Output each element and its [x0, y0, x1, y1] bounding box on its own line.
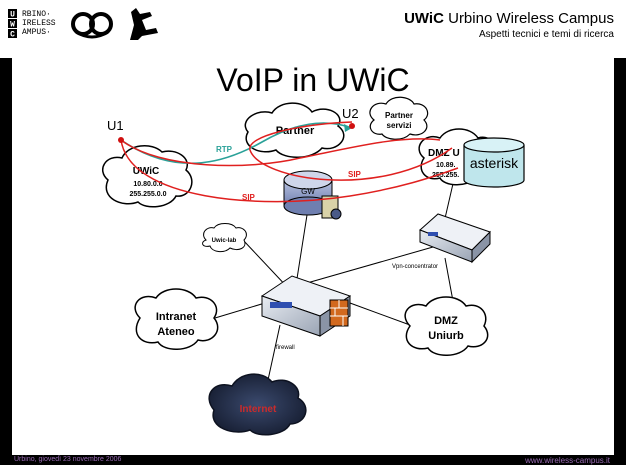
sip-label-lower: SIP — [242, 193, 256, 202]
firewall-icon: firewall — [260, 275, 352, 351]
sip-label-upper: SIP — [348, 170, 362, 179]
user-u2: U2 — [342, 106, 359, 129]
dmz-u-netmask: 255.255. — [432, 172, 459, 179]
slide-title: VoIP in UWiC — [216, 62, 410, 98]
partner-servizi-label-1: Partner — [385, 111, 413, 120]
logo-letter-w: W — [10, 21, 15, 30]
header-title: UWiC Urbino Wireless Campus — [404, 10, 614, 27]
intranet-label-1: Intranet — [156, 311, 197, 323]
u1-label: U1 — [107, 118, 124, 133]
university-emblem-icon — [71, 12, 113, 39]
rtp-label: RTP — [216, 145, 233, 154]
right-border — [614, 58, 626, 455]
left-border — [0, 58, 12, 455]
intranet-ateneo-cloud: Intranet Ateneo — [134, 288, 219, 350]
header-subtitle: Aspetti tecnici e temi di ricerca — [478, 29, 614, 40]
footer-website: www.wireless-campus.it — [525, 456, 610, 465]
internet-cloud: Internet — [208, 373, 307, 436]
figure-icon — [130, 8, 158, 40]
user-u1: U1 — [107, 118, 124, 143]
vpn-label: Vpn-concentrator — [392, 264, 438, 270]
dmz-uniurb-cloud: DMZ Uniurb — [404, 296, 489, 356]
footer-date: Urbino, giovedì 23 novembre 2006 — [14, 456, 122, 463]
footer-bar — [0, 455, 626, 465]
dmz-u-network: 10.89. — [436, 162, 456, 169]
asterisk-server-icon: asterisk — [463, 137, 525, 188]
partner-servizi-label-2: servizi — [387, 121, 412, 130]
uwic-cloud-name: UWiC — [133, 166, 160, 177]
uwic-network: 10.80.0.0 — [133, 181, 162, 188]
intranet-label-2: Ateneo — [157, 326, 195, 338]
asterisk-label: asterisk — [470, 155, 519, 171]
uwic-logo: U W C — [8, 8, 158, 40]
header-brand-rest: Urbino Wireless Campus — [448, 10, 614, 27]
dmz-uniurb-label-1: DMZ — [434, 315, 458, 327]
uwic-netmask: 255.255.0.0 — [130, 191, 167, 198]
u2-label: U2 — [342, 106, 359, 121]
dmz-uniurb-label-2: Uniurb — [428, 330, 464, 342]
logo-letter-u: U — [10, 11, 15, 20]
logo-text: RBINO· IRELESS AMPUS· — [22, 10, 56, 37]
logo-letter-c: C — [10, 31, 15, 40]
partner-cloud: Partner — [244, 102, 345, 158]
partner-label: Partner — [276, 125, 315, 137]
uwic-lab-cloud: Uwic-lab — [202, 223, 247, 253]
partner-servizi-cloud: Partner servizi — [369, 96, 429, 140]
vpn-concentrator-icon: Vpn-concentrator — [392, 213, 491, 270]
firewall-label: firewall — [276, 345, 295, 351]
header-brand-bold: UWiC — [404, 10, 444, 27]
gw-label: GW — [301, 187, 315, 196]
uwic-lab-label: Uwic-lab — [212, 238, 237, 244]
header-bar — [0, 0, 626, 58]
sip-paths — [120, 121, 459, 203]
internet-label: Internet — [240, 404, 277, 415]
